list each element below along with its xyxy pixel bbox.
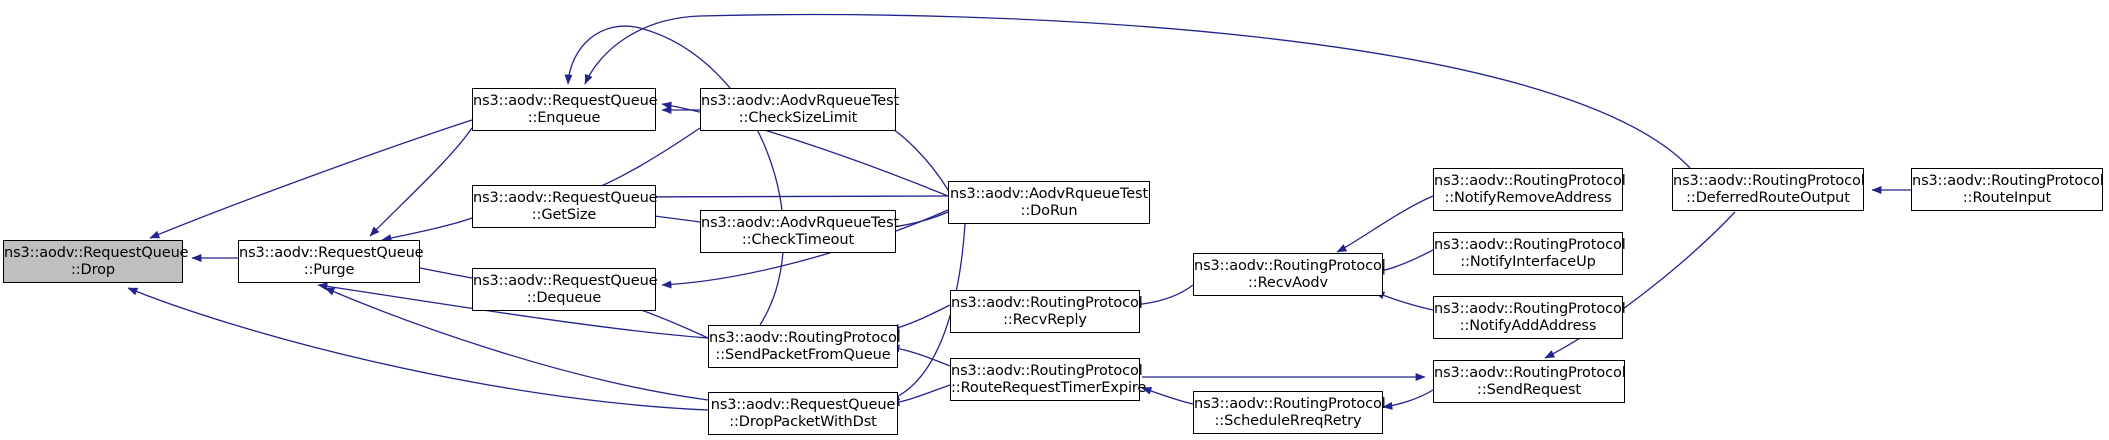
graph-node-label: ns3::aodv::RoutingProtocol ::RouteInput: [1912, 172, 2104, 206]
graph-node-label: ns3::aodv::RoutingProtocol ::SendRequest: [1434, 364, 1626, 398]
graph-node-label: ns3::aodv::RoutingProtocol ::NotifyAddAd…: [1434, 300, 1626, 334]
graph-node-notifyremoveaddress[interactable]: ns3::aodv::RoutingProtocol ::NotifyRemov…: [1433, 168, 1626, 211]
graph-node-label: ns3::aodv::AodvRqueueTest ::CheckSizeLim…: [701, 92, 900, 126]
graph-edge: [889, 384, 951, 407]
graph-node-label: ns3::aodv::RequestQueue ::GetSize: [473, 189, 658, 223]
graph-edge: [381, 217, 473, 242]
graph-edge: [1336, 195, 1434, 253]
graph-node-schedulerreqretry[interactable]: ns3::aodv::RoutingProtocol ::ScheduleRre…: [1193, 391, 1386, 434]
graph-node-drop[interactable]: ns3::aodv::RequestQueue ::Drop: [3, 240, 189, 283]
graph-node-label: ns3::aodv::RoutingProtocol ::RecvAodv: [1194, 257, 1386, 291]
graph-edge: [1382, 389, 1434, 410]
graph-node-label: ns3::aodv::RoutingProtocol ::DeferredRou…: [1673, 172, 1865, 206]
graph-node-droppacketwithdst[interactable]: ns3::aodv::RequestQueue ::DropPacketWith…: [708, 392, 898, 435]
graph-node-label: ns3::aodv::RequestQueue ::Enqueue: [473, 92, 658, 126]
graph-node-dorun[interactable]: ns3::aodv::AodvRqueueTest ::DoRun: [948, 181, 1150, 224]
graph-node-getsize[interactable]: ns3::aodv::RequestQueue ::GetSize: [472, 185, 658, 228]
graph-edge: [889, 304, 951, 332]
graph-node-label: ns3::aodv::AodvRqueueTest ::DoRun: [949, 185, 1149, 219]
graph-node-checksizelimit[interactable]: ns3::aodv::AodvRqueueTest ::CheckSizeLim…: [700, 88, 900, 131]
graph-edge: [1141, 386, 1194, 405]
graph-node-recvaodv[interactable]: ns3::aodv::RoutingProtocol ::RecvAodv: [1193, 253, 1386, 296]
graph-node-purge[interactable]: ns3::aodv::RequestQueue ::Purge: [238, 240, 424, 283]
graph-node-enqueue[interactable]: ns3::aodv::RequestQueue ::Enqueue: [472, 88, 658, 131]
graph-edge: [369, 127, 473, 237]
graph-node-label: ns3::aodv::RequestQueue ::Dequeue: [473, 272, 658, 306]
graph-node-recvreply[interactable]: ns3::aodv::RoutingProtocol ::RecvReply: [950, 290, 1143, 333]
graph-node-label: ns3::aodv::RequestQueue ::DropPacketWith…: [710, 396, 896, 430]
graph-node-label: ns3::aodv::RequestQueue ::Drop: [4, 244, 189, 278]
graph-node-notifyinterfaceup[interactable]: ns3::aodv::RoutingProtocol ::NotifyInter…: [1433, 232, 1626, 275]
graph-node-label: ns3::aodv::AodvRqueueTest ::CheckTimeout: [701, 214, 900, 248]
graph-node-notifyaddaddress[interactable]: ns3::aodv::RoutingProtocol ::NotifyAddAd…: [1433, 296, 1626, 339]
graph-node-deferredrouteoutput[interactable]: ns3::aodv::RoutingProtocol ::DeferredRou…: [1672, 168, 1865, 211]
graph-edge: [879, 121, 949, 191]
graph-edge: [149, 119, 473, 239]
graph-node-checktimeout[interactable]: ns3::aodv::AodvRqueueTest ::CheckTimeout: [700, 210, 900, 253]
graph-node-label: ns3::aodv::RoutingProtocol ::NotifyInter…: [1434, 236, 1626, 270]
graph-node-dequeue[interactable]: ns3::aodv::RequestQueue ::Dequeue: [472, 268, 658, 311]
graph-node-label: ns3::aodv::RoutingProtocol ::NotifyRemov…: [1434, 172, 1626, 206]
graph-node-sendpacketfromqueue[interactable]: ns3::aodv::RoutingProtocol ::SendPacketF…: [708, 325, 901, 368]
graph-node-routeinput[interactable]: ns3::aodv::RoutingProtocol ::RouteInput: [1911, 168, 2104, 211]
graph-node-label: ns3::aodv::RoutingProtocol ::RouteReques…: [951, 362, 1147, 396]
graph-node-sendrequest[interactable]: ns3::aodv::RoutingProtocol ::SendRequest: [1433, 360, 1626, 403]
graph-node-routerequesttimerexpire[interactable]: ns3::aodv::RoutingProtocol ::RouteReques…: [950, 358, 1147, 401]
graph-node-label: ns3::aodv::RoutingProtocol ::RecvReply: [951, 294, 1143, 328]
graph-node-label: ns3::aodv::RoutingProtocol ::SendPacketF…: [709, 329, 901, 363]
graph-edge: [611, 192, 949, 201]
graph-node-label: ns3::aodv::RoutingProtocol ::ScheduleRre…: [1194, 395, 1386, 429]
graph-node-label: ns3::aodv::RequestQueue ::Purge: [239, 244, 424, 278]
graph-edge: [1374, 291, 1434, 311]
